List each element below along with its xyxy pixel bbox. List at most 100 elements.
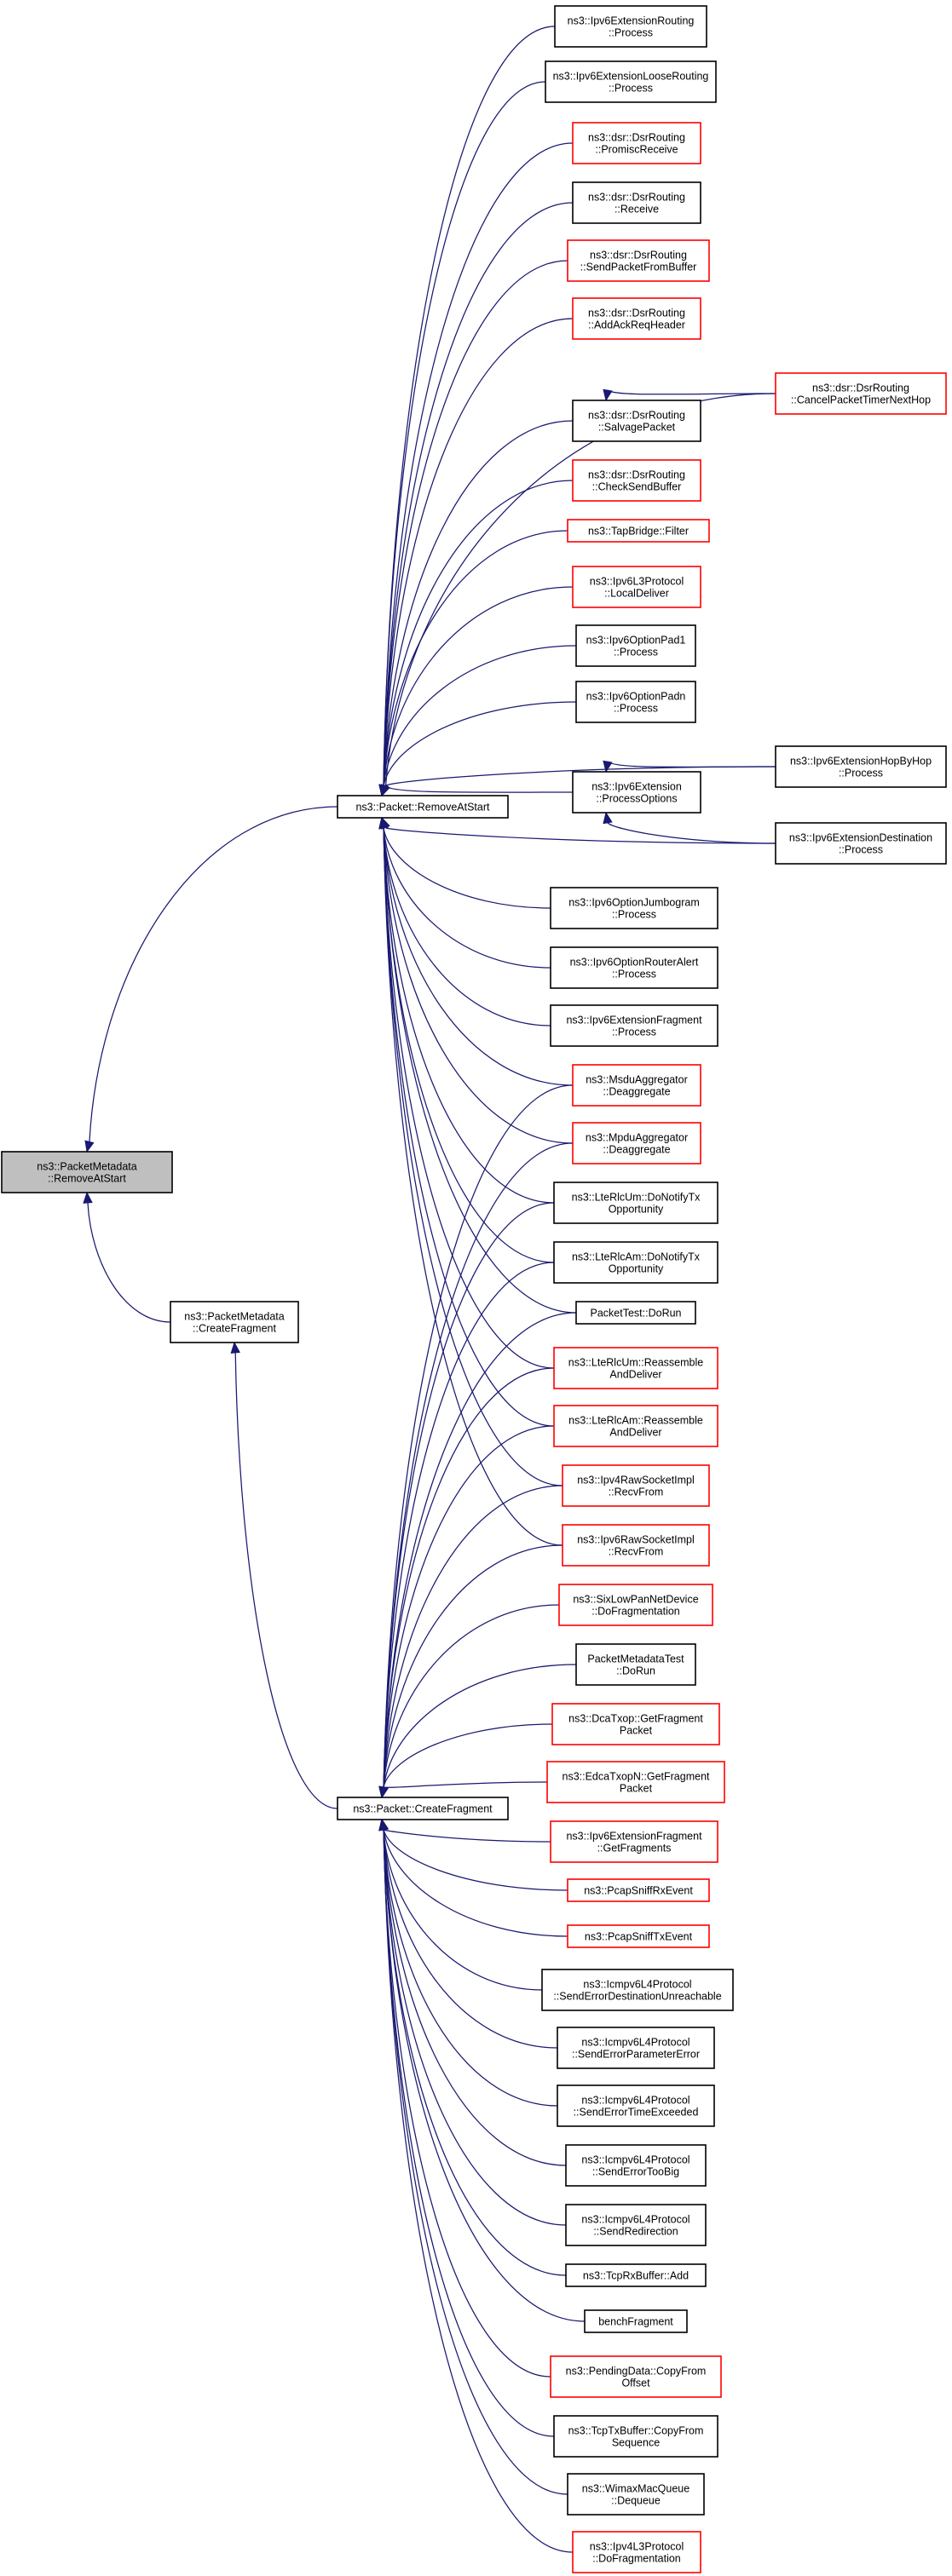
- node-r-padn[interactable]: ns3::Ipv6OptionPadn::Process: [575, 681, 696, 723]
- edge-line: [383, 202, 574, 786]
- node-c-wimax-dequeue[interactable]: ns3::WimaxMacQueue::Dequeue: [567, 2473, 705, 2516]
- node-label-line: PacketMetadataTest: [587, 1653, 684, 1665]
- edge-line: [383, 1829, 568, 2495]
- node-box: [567, 1878, 710, 1902]
- node-label-line: ::SendErrorTooBig: [592, 2166, 679, 2178]
- node-r-tapbridge[interactable]: ns3::TapBridge::Filter: [567, 519, 710, 543]
- node-r-pad1[interactable]: ns3::Ipv6OptionPad1::Process: [575, 624, 696, 667]
- node-c-pcaptx[interactable]: ns3::PcapSniffTxEvent: [567, 1924, 710, 1948]
- node-r-ext-looserouting[interactable]: ns3::Ipv6ExtensionLooseRouting::Process: [545, 60, 717, 103]
- edge-line: [383, 1829, 567, 2226]
- node-r-dsr-ackreq[interactable]: ns3::dsr::DsrRouting::AddAckReqHeader: [572, 297, 701, 340]
- node-c-icmp-toobig[interactable]: ns3::Icmpv6L4Protocol::SendErrorTooBig: [565, 2144, 707, 2187]
- node-label-line: ::Process: [614, 703, 658, 715]
- node-label-line: ns3::PacketMetadata: [37, 1161, 136, 1173]
- edge-line: [383, 701, 577, 786]
- node-f-hopbyhop[interactable]: ns3::Ipv6ExtensionHopByHop::Process: [775, 745, 947, 788]
- node-label-line: ns3::LteRlcAm::DoNotifyTx: [572, 1251, 701, 1263]
- node-b-msdu[interactable]: ns3::MsduAggregator::Deaggregate: [572, 1064, 701, 1107]
- node-f-destination[interactable]: ns3::Ipv6ExtensionDestination::Process: [775, 822, 947, 865]
- node-b-ipv6raw[interactable]: ns3::Ipv6RawSocketImpl::RecvFrom: [562, 1524, 710, 1567]
- node-c-icmp-redirection[interactable]: ns3::Icmpv6L4Protocol::SendRedirection: [565, 2204, 707, 2246]
- node-r-dsr-checksend[interactable]: ns3::dsr::DsrRouting::CheckSendBuffer: [572, 459, 701, 502]
- node-c-icmp-timeexceeded[interactable]: ns3::Icmpv6L4Protocol::SendErrorTimeExce…: [557, 2084, 715, 2127]
- edge-line: [383, 827, 574, 1086]
- node-label-line: ns3::Ipv4L3Protocol: [590, 2541, 684, 2553]
- node-label-line: ::SendErrorParameterError: [572, 2049, 700, 2061]
- node-r-routeralert[interactable]: ns3::Ipv6OptionRouterAlert::Process: [550, 946, 718, 989]
- node-label-line: ns3::Packet::RemoveAtStart: [355, 802, 490, 814]
- node-label-line: ns3::Ipv6OptionRouterAlert: [570, 957, 699, 969]
- node-label-line: ::CreateFragment: [193, 1323, 276, 1335]
- node-c-ext-getfrags[interactable]: ns3::Ipv6ExtensionFragment::GetFragments: [550, 1820, 718, 1863]
- node-pkt-createfragment[interactable]: ns3::Packet::CreateFragment: [337, 1797, 509, 1820]
- node-r-jumbogram[interactable]: ns3::Ipv6OptionJumbogram::Process: [550, 887, 718, 929]
- node-c-tcprx-add[interactable]: ns3::TcpRxBuffer::Add: [565, 2263, 707, 2287]
- edge-line: [383, 260, 568, 786]
- node-r-ext-fragment[interactable]: ns3::Ipv6ExtensionFragment::Process: [550, 1004, 718, 1047]
- node-c-benchfragment[interactable]: benchFragment: [584, 2309, 688, 2333]
- node-box: [565, 2204, 707, 2246]
- node-root[interactable]: ns3::PacketMetadata::RemoveAtStart: [1, 1151, 173, 1193]
- node-box: [545, 60, 717, 103]
- node-c-icmp-destunreach[interactable]: ns3::Icmpv6L4Protocol::SendErrorDestinat…: [541, 1969, 734, 2011]
- node-label-line: ns3::TcpTxBuffer::CopyFrom: [568, 2425, 704, 2437]
- node-box: [553, 2415, 718, 2458]
- node-box: [567, 239, 710, 282]
- node-label-line: ::Process: [614, 647, 658, 658]
- node-f-dsr-cancel[interactable]: ns3::dsr::DsrRouting::CancelPacketTimerN…: [775, 372, 947, 415]
- call-edge: [230, 1341, 338, 1809]
- node-pkt-removeatstart[interactable]: ns3::Packet::RemoveAtStart: [337, 795, 509, 819]
- node-label-line: ns3::MsduAggregator: [586, 1074, 688, 1086]
- node-label-line: ::Deaggregate: [603, 1086, 670, 1098]
- edge-arrowhead: [378, 1818, 389, 1831]
- node-r-dsr-salvage[interactable]: ns3::dsr::DsrRouting::SalvagePacket: [572, 400, 701, 442]
- node-box: [550, 1004, 718, 1047]
- node-box: [575, 1301, 696, 1325]
- edge-line: [383, 1829, 586, 2322]
- node-label-line: ns3::MpduAggregator: [586, 1132, 688, 1144]
- node-label-line: ns3::EdcaTxopN::GetFragment: [563, 1771, 711, 1783]
- node-box: [554, 5, 707, 48]
- node-c-sixlowpan[interactable]: ns3::SixLowPanNetDevice::DoFragmentation: [558, 1584, 713, 1626]
- node-label-line: ::Process: [612, 1026, 656, 1038]
- node-r-dsr-receive[interactable]: ns3::dsr::DsrRouting::Receive: [572, 181, 701, 224]
- node-r-ipv6l3-local[interactable]: ns3::Ipv6L3Protocol::LocalDeliver: [572, 566, 701, 608]
- node-b-ipv4raw[interactable]: ns3::Ipv4RawSocketImpl::RecvFrom: [562, 1464, 710, 1507]
- node-label-line: ns3::Icmpv6L4Protocol: [581, 2095, 689, 2107]
- node-box: [553, 1241, 718, 1284]
- node-c-pmtest[interactable]: PacketMetadataTest::DoRun: [575, 1643, 696, 1686]
- node-r-dsr-sendbuffer[interactable]: ns3::dsr::DsrRouting::SendPacketFromBuff…: [567, 239, 710, 282]
- node-r-dsr-promisc[interactable]: ns3::dsr::DsrRouting::PromiscReceive: [572, 122, 701, 164]
- edge-line: [234, 1352, 338, 1809]
- node-b-packettest[interactable]: PacketTest::DoRun: [575, 1301, 696, 1325]
- node-label-line: Packet: [620, 1783, 653, 1795]
- node-box: [553, 1347, 718, 1389]
- node-label-line: ns3::PcapSniffRxEvent: [584, 1885, 693, 1897]
- node-label-line: ::CheckSendBuffer: [592, 481, 682, 493]
- node-pm-createfragment[interactable]: ns3::PacketMetadata::CreateFragment: [170, 1301, 299, 1343]
- node-r-ext-routing[interactable]: ns3::Ipv6ExtensionRouting::Process: [554, 5, 707, 48]
- node-box: [572, 771, 701, 814]
- node-r-ext-procopts[interactable]: ns3::Ipv6Extension::ProcessOptions: [572, 771, 701, 814]
- node-label-line: ns3::dsr::DsrRouting: [588, 469, 685, 481]
- node-c-pcaprx[interactable]: ns3::PcapSniffRxEvent: [567, 1878, 710, 1902]
- node-c-icmp-paramerror[interactable]: ns3::Icmpv6L4Protocol::SendErrorParamete…: [557, 2027, 715, 2069]
- call-edge: [83, 1191, 171, 1323]
- node-label-line: ::SalvagePacket: [598, 422, 676, 434]
- node-c-ipv4l3-dofrag[interactable]: ns3::Ipv4L3Protocol::DoFragmentation: [572, 2531, 701, 2573]
- node-b-mpdu[interactable]: ns3::MpduAggregator::Deaggregate: [572, 1122, 701, 1164]
- node-box: [572, 1122, 701, 1164]
- node-label-line: ::RecvFrom: [609, 1486, 664, 1498]
- edge-line: [383, 785, 574, 793]
- call-edge: [378, 784, 574, 797]
- node-label-line: ns3::PendingData::CopyFrom: [566, 2366, 707, 2378]
